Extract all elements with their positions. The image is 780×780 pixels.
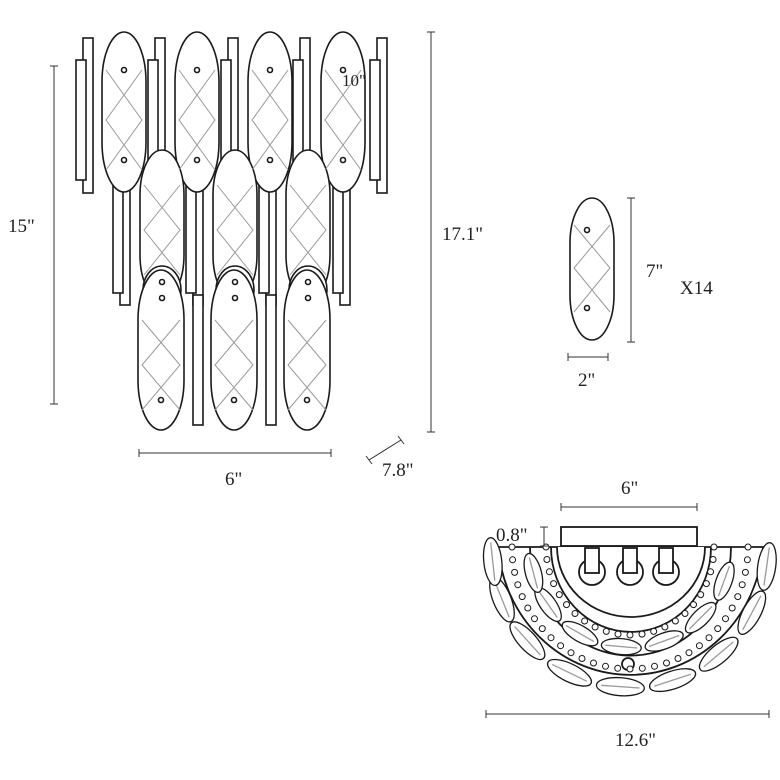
bead <box>714 625 722 633</box>
rod-group-bottom <box>192 294 277 426</box>
bead <box>722 615 729 623</box>
bead <box>518 593 526 601</box>
bead <box>591 623 599 631</box>
crystal-leaf-facet <box>605 644 638 649</box>
top-tier-width-label: 10" <box>342 71 366 90</box>
bead <box>578 655 586 662</box>
crystal-row-top <box>101 31 366 193</box>
height-total-label: 17.1" <box>442 224 483 245</box>
bead <box>602 662 609 670</box>
crystal-leaf-facet <box>688 605 713 630</box>
bead <box>709 556 717 563</box>
front-width-label: 6" <box>225 469 242 490</box>
crystal-leaf-facet <box>490 542 496 581</box>
rod-group-top <box>75 37 388 194</box>
bead <box>671 617 679 625</box>
bulb-sockets <box>578 547 680 671</box>
bead <box>738 581 746 589</box>
single-crystal-drawing <box>569 197 615 341</box>
bead <box>705 634 713 642</box>
crystal-facet-pattern <box>105 69 362 411</box>
bead <box>545 568 553 576</box>
bead <box>685 649 693 657</box>
bead <box>509 556 517 564</box>
bead <box>702 580 710 588</box>
bead <box>590 659 597 667</box>
crystal-leaf-facet <box>538 590 558 618</box>
bead <box>734 593 742 601</box>
bead <box>614 630 622 638</box>
bead <box>511 568 519 576</box>
bead <box>524 604 532 612</box>
front-dimension-lines <box>50 31 435 465</box>
bead <box>563 601 570 609</box>
bead <box>695 642 703 650</box>
bead <box>741 568 749 576</box>
bead <box>690 601 697 609</box>
bead <box>602 627 610 635</box>
depth-label: 7.8" <box>382 460 414 481</box>
bead <box>531 615 538 623</box>
bead <box>663 659 670 667</box>
top-view-crystals <box>482 537 777 697</box>
front-view-drawing <box>75 31 388 431</box>
bead <box>728 604 736 612</box>
bead <box>555 591 563 599</box>
bead <box>508 543 516 551</box>
outer-ring <box>497 546 764 676</box>
plate-width-label: 6" <box>621 478 638 499</box>
top-dimension-lines <box>485 503 770 718</box>
bead <box>707 568 715 576</box>
bead <box>538 625 546 633</box>
crystal-leaf-facet <box>601 684 640 689</box>
top-view-beads <box>508 543 752 673</box>
bead <box>567 649 575 657</box>
bead <box>626 665 634 673</box>
plate-depth-label: 0.8" <box>496 525 528 546</box>
crystal-quantity-label: X14 <box>680 278 713 299</box>
crystal-row-bottom <box>137 269 331 431</box>
bead <box>651 662 658 670</box>
bead <box>550 580 558 588</box>
crystal-dimension-lines <box>567 197 635 361</box>
mounting-holes <box>120 66 347 404</box>
crystal-leaf-facet <box>703 641 734 668</box>
bead <box>744 543 752 551</box>
bead <box>661 623 669 631</box>
crystal-leaf-facet <box>763 547 770 586</box>
crystal-row-middle <box>139 149 331 301</box>
bead <box>638 630 646 638</box>
bead <box>681 610 689 617</box>
crystal-width-label: 2" <box>578 370 595 391</box>
bead <box>581 617 589 625</box>
bead <box>626 631 634 639</box>
crystal-leaf-facet <box>654 673 692 687</box>
bead <box>571 610 579 617</box>
bead <box>743 556 751 564</box>
span-width-label: 12.6" <box>615 730 656 751</box>
bead <box>614 664 622 672</box>
bead <box>674 655 682 662</box>
crystal-leaf-facet <box>551 663 588 682</box>
crystal-height-label: 7" <box>646 261 663 282</box>
crystal-leaf-facet <box>742 595 762 631</box>
height-overall-label: 15" <box>8 216 35 237</box>
bead <box>710 543 718 551</box>
bead <box>543 556 551 563</box>
crystal-leaf-facet <box>565 625 595 643</box>
bead <box>514 581 522 589</box>
bead <box>697 591 705 599</box>
wall-plate <box>560 526 698 547</box>
top-view-drawing <box>497 526 764 676</box>
crystal-leaf-facet <box>528 557 539 589</box>
crystal-leaf-facet <box>648 634 680 648</box>
crystal-leaf-facet <box>514 625 541 656</box>
bead <box>547 634 555 642</box>
bead <box>557 642 565 650</box>
bead <box>638 664 646 672</box>
bead <box>650 627 658 635</box>
crystal-leaf-facet <box>717 565 731 597</box>
crystal-leaf-facet <box>494 581 510 618</box>
